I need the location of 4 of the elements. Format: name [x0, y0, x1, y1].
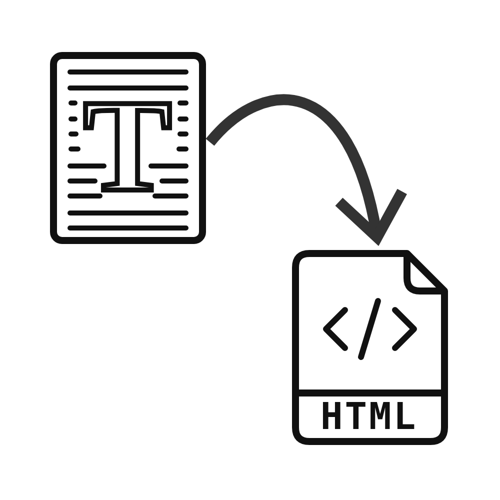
curved-arrow	[206, 94, 406, 243]
file-shape	[292, 250, 448, 445]
file-type-label: HTML	[320, 403, 418, 430]
document-page	[50, 52, 206, 244]
